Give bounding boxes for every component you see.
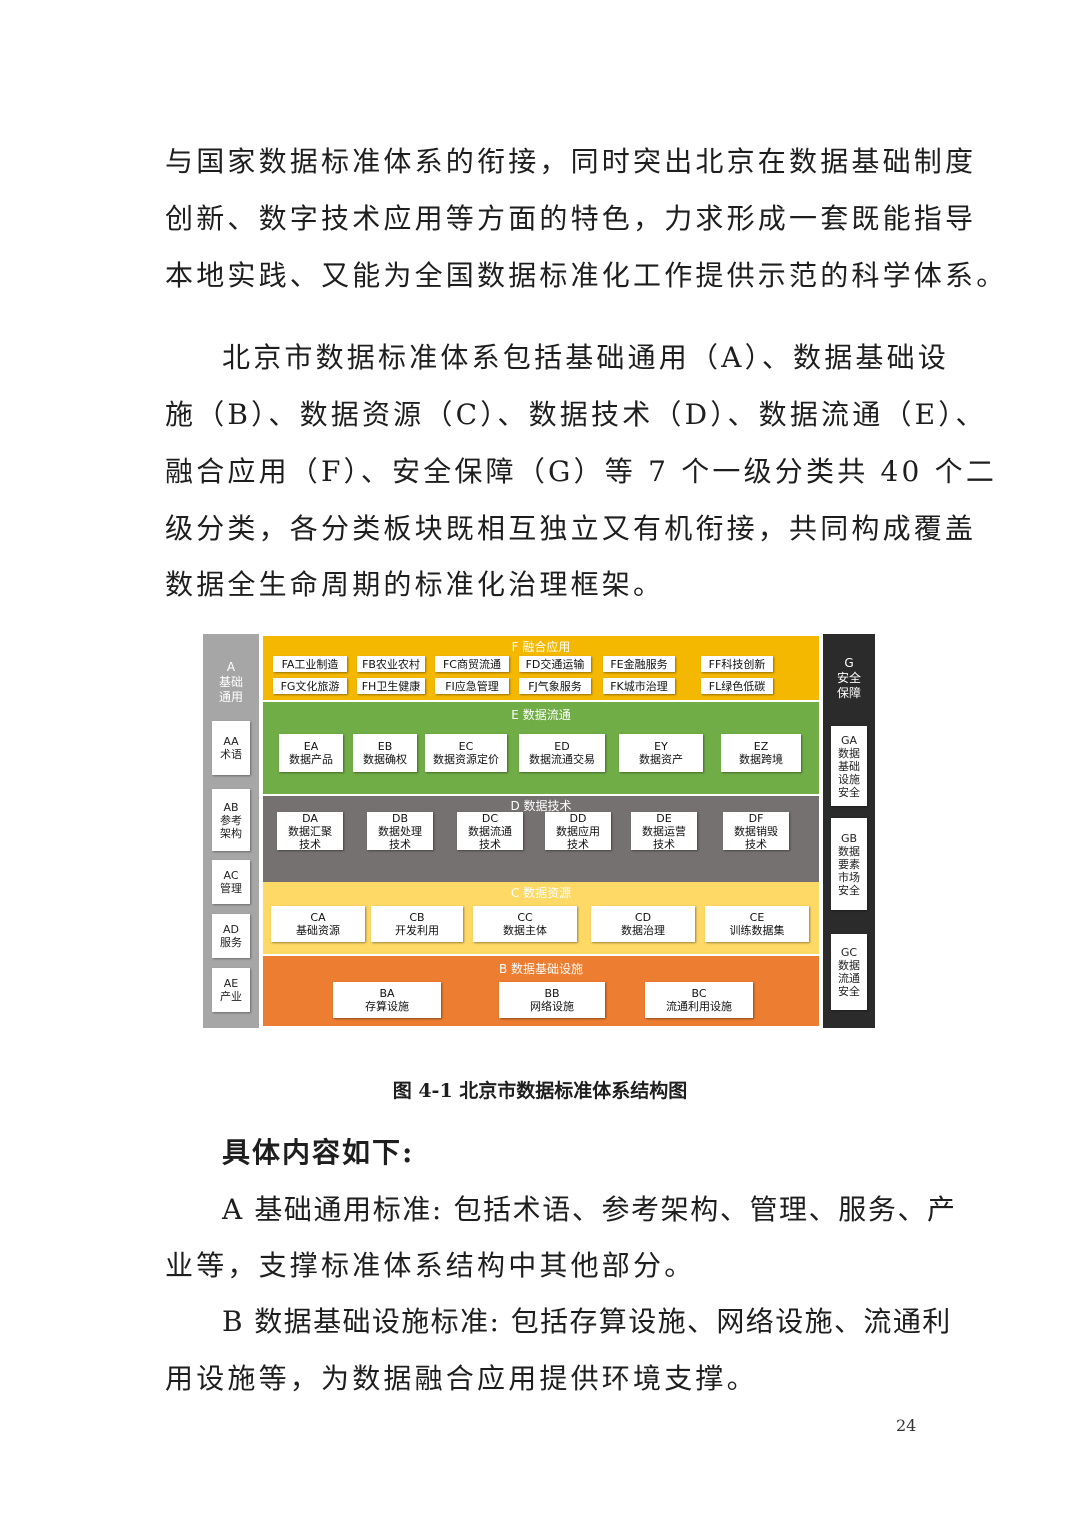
detail-b-line-1: B 数据基础设施标准: 包括存算设施、网络设施、流通利	[222, 1305, 952, 1338]
overview-line-4: 级分类，各分类板块既相互独立又有机衔接，共同构成覆盖	[165, 512, 977, 545]
overview-line-5: 数据全生命周期的标准化治理框架。	[165, 568, 665, 601]
cell-ff: FF科技创新	[701, 656, 773, 672]
detail-b-line-2: 用设施等，为数据融合应用提供环境支撑。	[165, 1362, 758, 1395]
detail-a-line-1: A 基础通用标准: 包括术语、参考架构、管理、服务、产	[222, 1193, 957, 1226]
cell-fh: FH卫生健康	[357, 678, 425, 694]
col-g-title-1: G	[844, 656, 854, 670]
cell-fb: FB农业农村	[357, 656, 425, 672]
col-a-title-3: 通用	[218, 690, 243, 704]
column-g-title: G 安全 保障	[823, 656, 875, 701]
overview-line-1: 北京市数据标准体系包括基础通用（A）、数据基础设	[222, 341, 950, 374]
intro-line-3: 本地实践、又能为全国数据标准化工作提供示范的科学体系。	[165, 259, 1008, 292]
column-a-title: A 基础 通用	[203, 660, 259, 705]
page-number: 24	[896, 1416, 917, 1435]
col-a-title-2: 基础	[218, 675, 243, 689]
band-f-fusion-application: F 融合应用 FA工业制造 FB农业农村 FC商贸流通 FD交通运输 FE金融服…	[263, 636, 819, 700]
band-f-title: F 融合应用	[511, 640, 571, 654]
col-g-title-3: 保障	[836, 686, 861, 700]
band-e-title: E 数据流通	[511, 708, 571, 722]
intro-line-2: 创新、数字技术应用等方面的特色，力求形成一套既能指导	[165, 202, 977, 235]
cell-fa: FA工业制造	[273, 656, 347, 672]
band-b-title: B 数据基础设施	[498, 962, 584, 976]
band-d-title: D 数据技术	[510, 799, 572, 813]
figure-caption: 图 4-1 北京市数据标准体系结构图	[392, 1080, 688, 1102]
overview-line-2: 施（B）、数据资源（C）、数据技术（D）、数据流通（E）、	[165, 398, 987, 431]
col-g-title-2: 安全	[836, 671, 861, 685]
cell-fl: FL绿色低碳	[701, 678, 773, 694]
band-c-title: C 数据资源	[510, 886, 572, 900]
detail-a-line-2: 业等，支撑标准体系结构中其他部分。	[165, 1249, 696, 1282]
overview-line-3: 融合应用（F）、安全保障（G）等 7 个一级分类共 40 个二	[165, 455, 998, 488]
cell-fk: FK城市治理	[603, 678, 675, 694]
col-a-title-1: A	[226, 660, 236, 674]
cell-fi: FI应急管理	[435, 678, 509, 694]
cell-fj: FJ气象服务	[519, 678, 591, 694]
cell-fe: FE金融服务	[603, 656, 675, 672]
intro-line-1: 与国家数据标准体系的衔接，同时突出北京在数据基础制度	[165, 145, 977, 178]
cell-fg: FG文化旅游	[273, 678, 347, 694]
details-heading: 具体内容如下:	[222, 1136, 415, 1169]
cell-fc: FC商贸流通	[435, 656, 509, 672]
cell-fd: FD交通运输	[519, 656, 591, 672]
